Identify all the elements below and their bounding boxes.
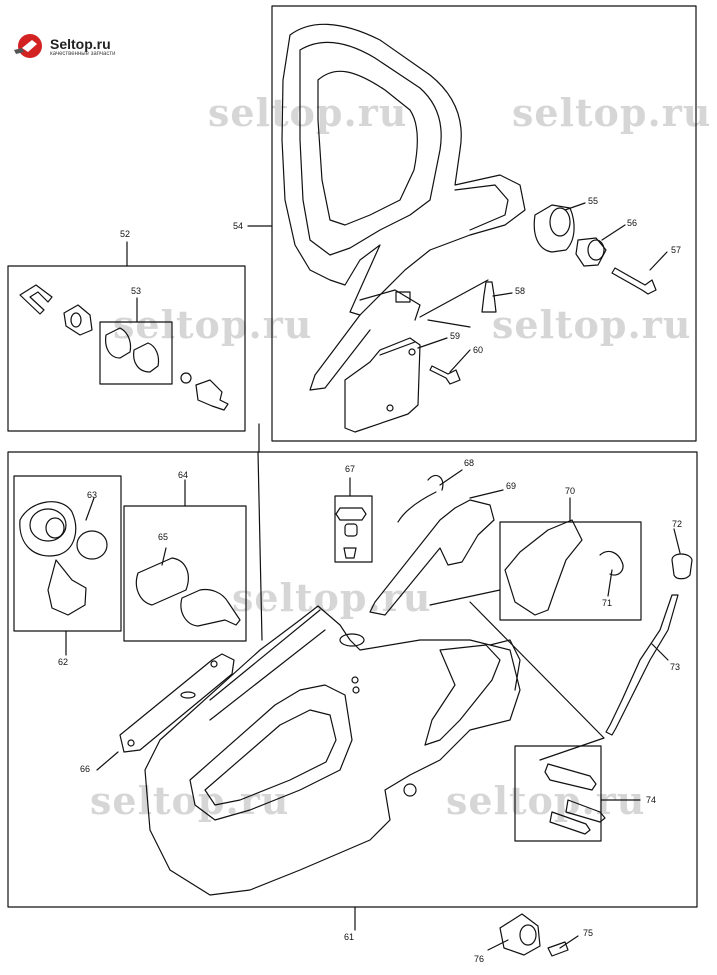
pin-74b: [565, 799, 606, 823]
callout-73: 73: [670, 662, 681, 672]
callout-61: 61: [344, 932, 355, 942]
callout-70: 70: [565, 486, 576, 496]
callout-72: 72: [672, 519, 683, 529]
spring-71: [599, 550, 624, 576]
logo-name: Seltop.ru: [50, 35, 111, 52]
seltop-logo[interactable]: Seltop.ru качественные запчасти: [12, 32, 115, 60]
pin-58: [481, 281, 497, 313]
callout-65: 65: [158, 532, 169, 542]
bolt-73: [605, 594, 679, 736]
front-handle-outline: [281, 23, 526, 316]
pin-74a: [544, 763, 597, 791]
callout-69: 69: [506, 481, 517, 491]
rear-handle-group-frame: [7, 451, 698, 908]
group-67-frame: [334, 495, 373, 563]
front-handle-group-frame: [271, 5, 697, 442]
o-ring-63: [76, 530, 108, 560]
group-62-frame: [13, 475, 122, 632]
callout-56: 56: [627, 218, 638, 228]
rear-handle-outline: [144, 605, 521, 896]
lever-70: [504, 519, 583, 616]
plate-66: [119, 653, 235, 753]
callout-62: 62: [58, 657, 69, 667]
screw-57: [611, 267, 657, 295]
filter-body-64: [180, 588, 241, 627]
callout-71: 71: [602, 598, 613, 608]
spring-68: [397, 475, 444, 523]
group-53-frame: [99, 321, 173, 385]
callout-74: 74: [646, 795, 657, 805]
cap-72: [671, 553, 693, 580]
pin-74c: [549, 811, 591, 835]
washer-56: [575, 237, 607, 267]
callout-63: 63: [87, 490, 98, 500]
trigger-69: [369, 499, 495, 616]
plug-76: [499, 913, 541, 956]
damper-53a: [105, 327, 132, 359]
screw-60: [429, 365, 461, 385]
callout-55: 55: [588, 196, 599, 206]
callout-76: 76: [474, 954, 485, 964]
callout-57: 57: [671, 245, 682, 255]
callout-67: 67: [345, 464, 356, 474]
logo-tagline: качественные запчасти: [50, 50, 116, 57]
logo-emblem-icon: [14, 34, 42, 58]
filter-65: [135, 557, 189, 606]
callout-52: 52: [120, 229, 131, 239]
damper-53b: [133, 342, 160, 373]
callout-53: 53: [131, 286, 142, 296]
sleeve-52: [63, 304, 93, 336]
callout-66: 66: [80, 764, 91, 774]
seal-67: [335, 507, 367, 521]
callout-54: 54: [233, 221, 244, 231]
clip-52: [19, 284, 53, 315]
bracket-59-outline: [344, 337, 421, 433]
callout-60: 60: [473, 345, 484, 355]
callout-75: 75: [583, 928, 594, 938]
pin-52: [195, 379, 229, 411]
rear-handle-grip-opening: [189, 684, 353, 821]
callout-68: 68: [464, 458, 475, 468]
fuel-cap-62: [19, 501, 77, 557]
bushing-55: [533, 204, 575, 253]
callout-58: 58: [515, 286, 526, 296]
callout-59: 59: [450, 331, 461, 341]
callout-64: 64: [178, 470, 189, 480]
screw-75: [547, 941, 569, 957]
group-74-frame: [514, 745, 602, 842]
